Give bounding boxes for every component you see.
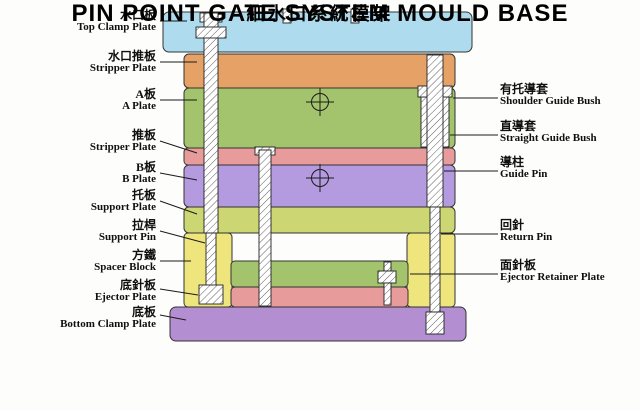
clamp-screw-left [282, 8, 292, 24]
label-en: Return Pin [500, 231, 553, 243]
support-pin-shaft [205, 232, 217, 288]
label-en: Spacer Block [94, 261, 156, 273]
label-zh: A板 [135, 87, 156, 101]
label-zh: 方鐵 [131, 248, 156, 262]
screw-head [377, 270, 397, 284]
return-pin-body [258, 149, 272, 307]
label-zh: 面針板 [500, 258, 537, 272]
guide-pillar-left [195, 12, 227, 305]
label-en: Support Plate [90, 201, 156, 213]
label-zh: 回針 [500, 218, 525, 232]
label-zh: 有托導套 [500, 82, 549, 96]
label-en: Ejector Retainer Plate [500, 271, 605, 283]
plate-stack [162, 11, 473, 342]
label-zh: 底針板 [119, 278, 156, 292]
label-zh: 水口推板 [107, 49, 156, 63]
label-en: Support Pin [98, 231, 156, 243]
label-zh: B板 [135, 160, 156, 174]
label-en: B Plate [122, 173, 156, 185]
hole-center-marks [306, 88, 334, 192]
support-plate-shape [183, 206, 456, 234]
leader-lines [159, 20, 498, 321]
stripper-plate-shape [183, 147, 456, 166]
return-pin-shaft [429, 206, 441, 313]
label-en: A Plate [122, 100, 156, 112]
pillar-collar [195, 26, 227, 39]
label-zh: 底板 [131, 305, 156, 319]
guide-pin-right-assembly [417, 54, 453, 335]
label-en: Stripper Plate [89, 141, 156, 153]
label-en: Straight Guide Bush [500, 132, 597, 144]
pillar-shaft [203, 12, 219, 234]
bottom-clamp-plate-shape [169, 306, 467, 342]
label-zh: 水口板 [119, 8, 156, 22]
top-clamp-screws [282, 8, 360, 24]
diagram-title-english: PIN POINT GATE SYSTEM MOULD BASE [71, 0, 569, 27]
label-en: Ejector Plate [94, 291, 156, 303]
label-zh: 托板 [131, 188, 156, 202]
label-en: Guide Pin [500, 168, 548, 180]
support-pin-nut [198, 284, 224, 305]
guide-pin-shaft [426, 54, 444, 208]
diagram-title-chinese: 細水口系統模架 [246, 4, 394, 24]
ejector-plate-shape [230, 286, 409, 308]
label-zh: 推板 [131, 128, 156, 142]
screw-tip [383, 261, 392, 272]
ejector-plate-screw [377, 261, 397, 306]
clamp-screw-right [350, 8, 360, 24]
label-en: Top Clamp Plate [76, 21, 156, 33]
screw-shank [383, 282, 392, 306]
return-pin-center [254, 146, 276, 307]
label-zh: 直導套 [500, 119, 537, 133]
label-zh: 拉桿 [131, 218, 156, 232]
top-clamp-plate-shape [162, 11, 473, 53]
runner-stripper-plate-shape [183, 53, 456, 89]
label-en: Bottom Clamp Plate [60, 318, 156, 330]
label-en: Shoulder Guide Bush [500, 95, 601, 107]
label-zh: 導柱 [500, 155, 525, 169]
return-pin-screw [425, 311, 445, 335]
label-en: Stripper Plate [89, 62, 156, 74]
